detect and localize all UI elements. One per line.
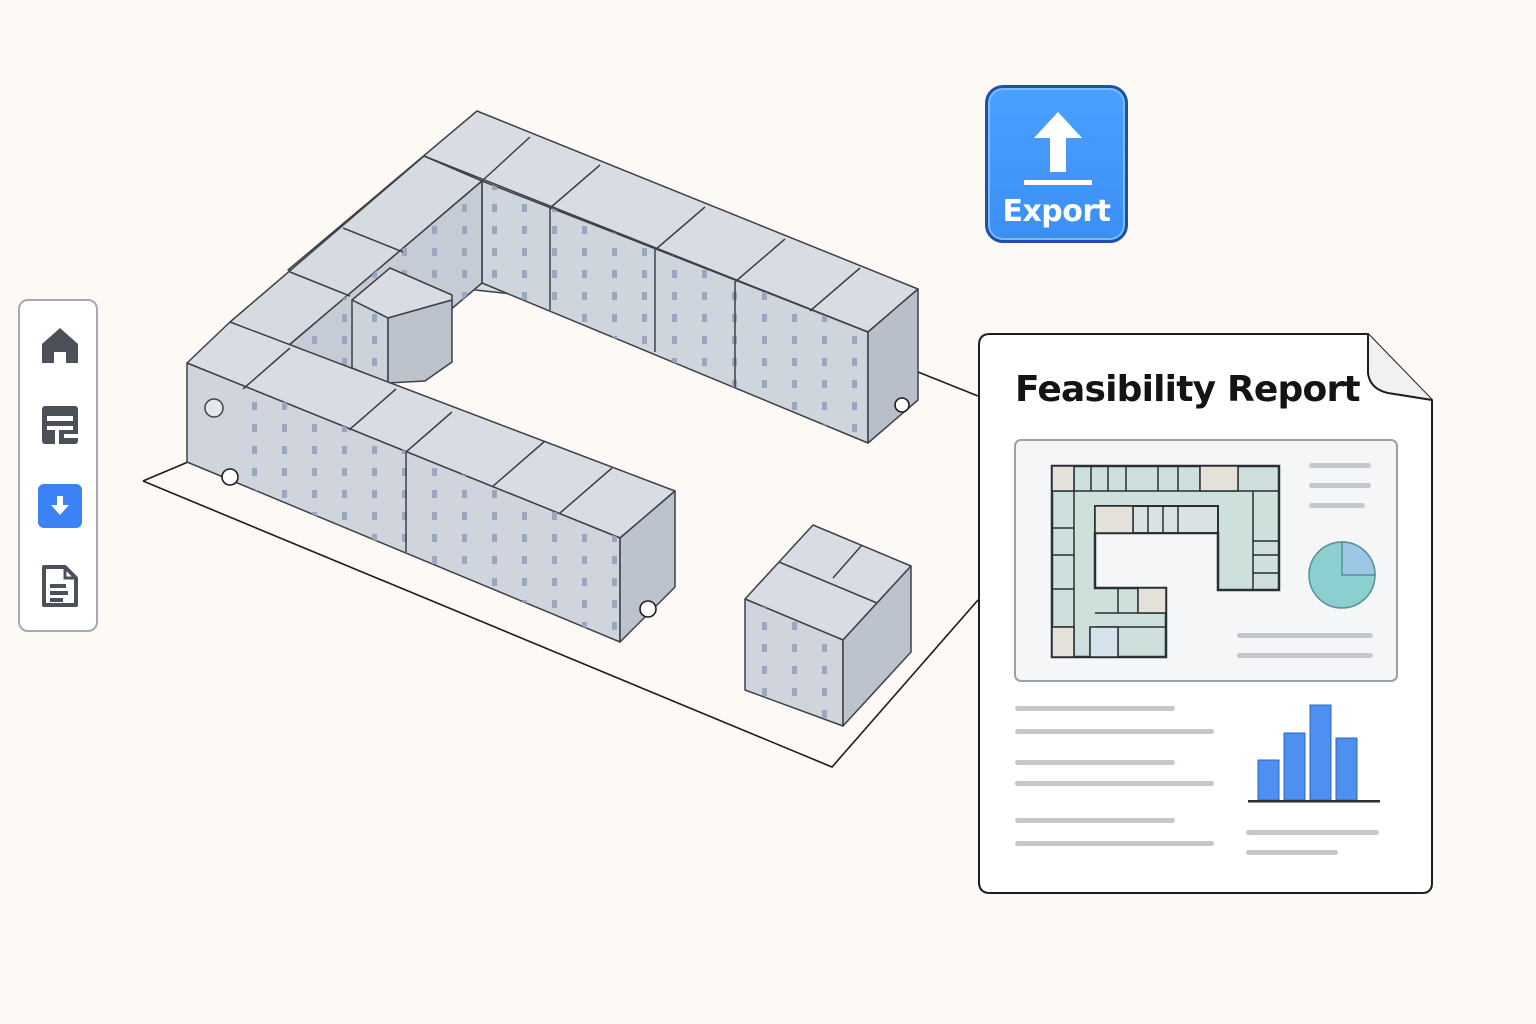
home-icon	[42, 328, 78, 363]
export-button[interactable]: Export	[985, 85, 1128, 243]
building-corner-tower[interactable]	[351, 267, 453, 384]
export-button-label: Export	[1002, 194, 1111, 229]
handle-southeast	[639, 600, 657, 618]
feasibility-report-card[interactable]: Feasibility Report	[978, 333, 1433, 894]
toolbar-document-button[interactable]	[38, 564, 82, 608]
left-toolbar	[18, 299, 98, 632]
report-text-lines	[1015, 706, 1379, 855]
pie-chart-icon	[1308, 541, 1376, 609]
handle-northeast	[894, 397, 910, 413]
selection-handles[interactable]	[221, 397, 910, 618]
upload-arrow-icon	[1024, 112, 1092, 185]
building-detached-block[interactable]	[744, 524, 912, 727]
site-boundary	[142, 480, 979, 768]
toolbar-download-button[interactable]	[38, 484, 82, 528]
document-icon	[42, 565, 78, 607]
building-south-wing[interactable]	[186, 321, 676, 643]
floor-plan-thumbnail	[1050, 464, 1281, 659]
download-icon	[51, 496, 69, 515]
site-boundary-right	[917, 371, 979, 397]
preview-text-lines	[1237, 463, 1373, 658]
floor-plan-icon	[42, 406, 78, 444]
handle-southwest	[221, 468, 239, 486]
report-title: Feasibility Report	[1015, 369, 1361, 410]
site-boundary-left	[142, 461, 189, 482]
bar-chart-icon	[1248, 704, 1380, 803]
toolbar-floor-plan-button[interactable]	[38, 403, 82, 447]
toolbar-home-button[interactable]	[38, 323, 82, 367]
report-page	[978, 333, 1433, 894]
